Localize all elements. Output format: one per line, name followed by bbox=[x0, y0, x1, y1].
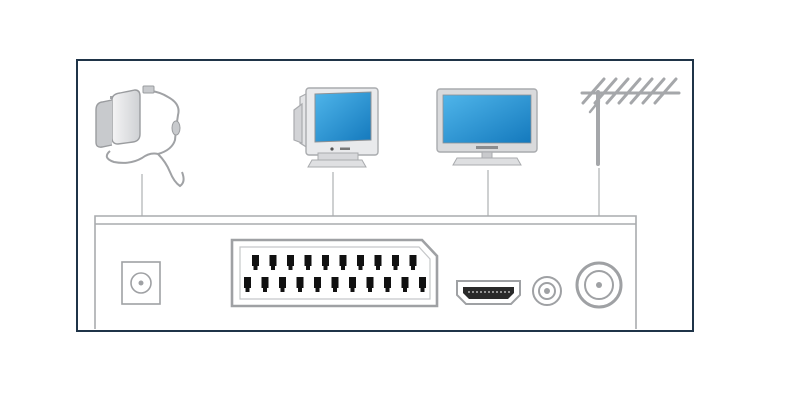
scart-pin-tip bbox=[263, 288, 267, 292]
scart-pin bbox=[304, 255, 312, 266]
crt-monitor-icon bbox=[293, 87, 379, 168]
scart-pin bbox=[384, 277, 391, 288]
scart-pin bbox=[374, 255, 382, 266]
scart-pin bbox=[279, 277, 286, 288]
scart-pin-tip bbox=[368, 288, 372, 292]
scart-pin-tip bbox=[376, 266, 380, 270]
scart-pin-tip bbox=[306, 266, 310, 270]
scart-pin-tip bbox=[288, 266, 293, 270]
scart-pin-tip bbox=[411, 266, 415, 270]
rf-antenna-port-icon bbox=[575, 261, 623, 309]
scart-pin-tip bbox=[298, 288, 302, 292]
scart-pin bbox=[322, 255, 329, 266]
flat-tv-icon bbox=[436, 88, 538, 166]
scart-pin bbox=[314, 277, 321, 288]
scart-pin bbox=[339, 255, 347, 266]
scart-pin-tip bbox=[420, 288, 425, 292]
antenna-icon bbox=[580, 77, 681, 166]
scart-pin bbox=[357, 255, 364, 266]
scart-port-icon bbox=[230, 238, 439, 308]
power-adapter-icon bbox=[95, 85, 185, 188]
scart-pin bbox=[244, 277, 251, 288]
coaxial-audio-port-icon bbox=[532, 276, 562, 306]
scart-pin-tip bbox=[333, 288, 337, 292]
scart-pin bbox=[401, 277, 409, 288]
scart-pin-tip bbox=[358, 266, 363, 270]
scart-pin-tip bbox=[403, 288, 407, 292]
dc-power-port-icon bbox=[121, 261, 161, 305]
scart-pin-tip bbox=[323, 266, 328, 270]
hdmi-port-icon bbox=[456, 280, 521, 305]
scart-pin-tip bbox=[280, 288, 285, 292]
scart-pin-tip bbox=[245, 288, 250, 292]
scart-pins bbox=[244, 255, 426, 292]
scart-pin-tip bbox=[385, 288, 390, 292]
scart-pin-tip bbox=[393, 266, 398, 270]
scart-pin bbox=[392, 255, 399, 266]
scart-pin-tip bbox=[253, 266, 258, 270]
scart-pin bbox=[296, 277, 304, 288]
scart-pin bbox=[409, 255, 417, 266]
scart-pin bbox=[419, 277, 426, 288]
scart-pin bbox=[252, 255, 259, 266]
scart-pin bbox=[349, 277, 356, 288]
scart-pin-tip bbox=[271, 266, 275, 270]
scart-pin bbox=[366, 277, 374, 288]
scart-pin bbox=[287, 255, 294, 266]
scart-pin bbox=[269, 255, 277, 266]
scart-pin bbox=[261, 277, 269, 288]
scart-pin-tip bbox=[315, 288, 320, 292]
scart-pin-tip bbox=[350, 288, 355, 292]
scart-pin bbox=[331, 277, 339, 288]
scart-pin-tip bbox=[341, 266, 345, 270]
